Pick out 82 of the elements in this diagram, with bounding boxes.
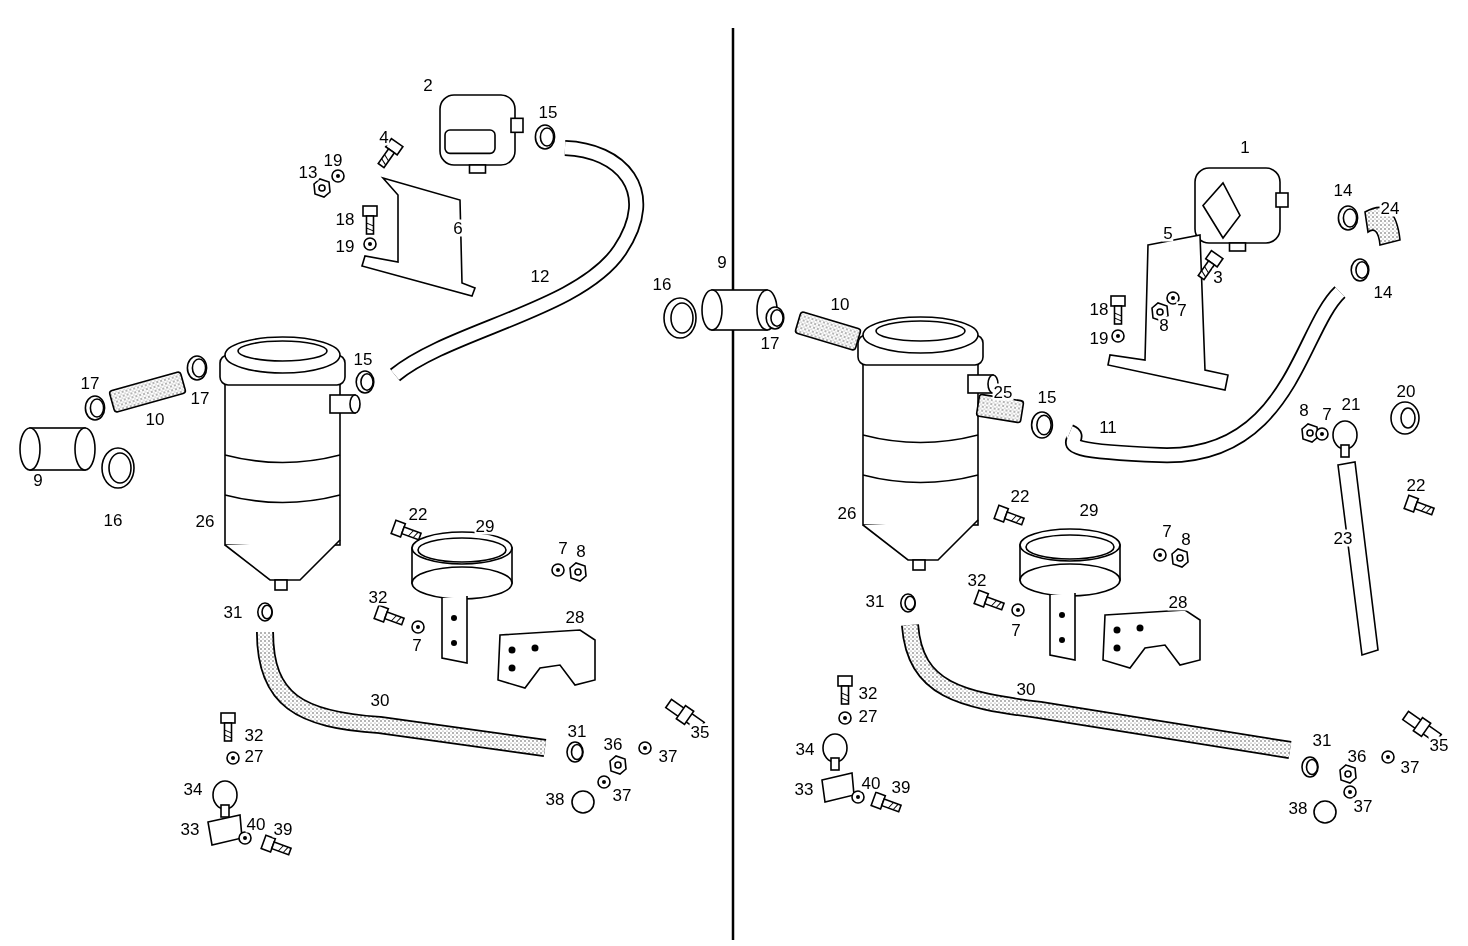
callout-number: 31	[1311, 731, 1333, 749]
callout-number: 11	[1098, 418, 1118, 436]
callout-number: 8	[575, 542, 587, 560]
callout-number: 1	[1239, 138, 1251, 156]
callout-number: 22	[1009, 487, 1031, 505]
callout-number: 32	[243, 726, 265, 744]
callout-number: 24	[1379, 199, 1401, 217]
callout-number: 31	[222, 603, 244, 621]
callout-number: 39	[890, 778, 912, 796]
callout-number: 17	[759, 334, 781, 352]
callout-number: 25	[992, 383, 1014, 401]
callout-number: 16	[651, 275, 673, 293]
callout-number: 23	[1332, 529, 1354, 547]
callout-number: 4	[378, 128, 390, 146]
callout-number: 40	[860, 774, 882, 792]
callout-number: 6	[452, 219, 464, 237]
callout-number: 7	[411, 636, 423, 654]
callout-number: 20	[1395, 382, 1417, 400]
callout-number: 14	[1372, 283, 1394, 301]
callout-number: 37	[657, 747, 679, 765]
callout-number: 37	[1399, 758, 1421, 776]
callout-number: 32	[367, 588, 389, 606]
callout-number: 26	[194, 512, 216, 530]
callout-number: 8	[1180, 530, 1192, 548]
callout-number: 37	[1352, 797, 1374, 815]
callout-number: 39	[272, 820, 294, 838]
callout-number: 7	[1176, 301, 1188, 319]
callout-number: 7	[557, 539, 569, 557]
callout-number: 36	[602, 735, 624, 753]
callout-number: 5	[1162, 224, 1174, 242]
callout-number: 22	[1405, 476, 1427, 494]
callout-number: 27	[243, 747, 265, 765]
callout-number: 19	[1088, 329, 1110, 347]
callout-number: 33	[179, 820, 201, 838]
callout-number: 26	[836, 504, 858, 522]
callout-number: 32	[857, 684, 879, 702]
callout-number: 32	[966, 571, 988, 589]
callout-number: 38	[544, 790, 566, 808]
callout-number: 15	[352, 350, 374, 368]
callout-number: 28	[564, 608, 586, 626]
callout-number: 17	[189, 389, 211, 407]
callout-number: 10	[829, 295, 851, 313]
callout-number: 7	[1321, 405, 1333, 423]
callout-number: 15	[537, 103, 559, 121]
callout-number: 31	[864, 592, 886, 610]
callout-number: 27	[857, 707, 879, 725]
callout-number: 29	[474, 517, 496, 535]
callout-number: 9	[32, 471, 44, 489]
callout-number: 18	[334, 210, 356, 228]
callout-number: 19	[334, 237, 356, 255]
callout-number: 35	[1428, 736, 1450, 754]
callout-number: 19	[322, 151, 344, 169]
callout-number: 28	[1167, 593, 1189, 611]
callout-number: 30	[369, 691, 391, 709]
callout-number: 8	[1158, 316, 1170, 334]
callout-number: 33	[793, 780, 815, 798]
callout-number: 7	[1010, 621, 1022, 639]
callout-number: 38	[1287, 799, 1309, 817]
callout-number: 16	[102, 511, 124, 529]
callout-number: 34	[794, 740, 816, 758]
callout-number: 10	[144, 410, 166, 428]
callout-number: 31	[566, 722, 588, 740]
callout-number: 40	[245, 815, 267, 833]
callout-number: 22	[407, 505, 429, 523]
callout-number: 3	[1212, 268, 1224, 286]
callout-number: 34	[182, 780, 204, 798]
callout-number: 12	[529, 267, 551, 285]
callout-number: 15	[1036, 388, 1058, 406]
callout-number: 30	[1015, 680, 1037, 698]
callout-number: 35	[689, 723, 711, 741]
callout-number: 13	[297, 163, 319, 181]
callout-number: 29	[1078, 501, 1100, 519]
callout-number: 37	[611, 786, 633, 804]
callout-number: 14	[1332, 181, 1354, 199]
callout-number: 9	[716, 253, 728, 271]
callout-number: 36	[1346, 747, 1368, 765]
callout-number: 8	[1298, 401, 1310, 419]
callout-number: 2	[422, 76, 434, 94]
callout-number: 18	[1088, 300, 1110, 318]
callout-number: 17	[79, 374, 101, 392]
callout-number: 21	[1340, 395, 1362, 413]
callout-number: 7	[1161, 522, 1173, 540]
